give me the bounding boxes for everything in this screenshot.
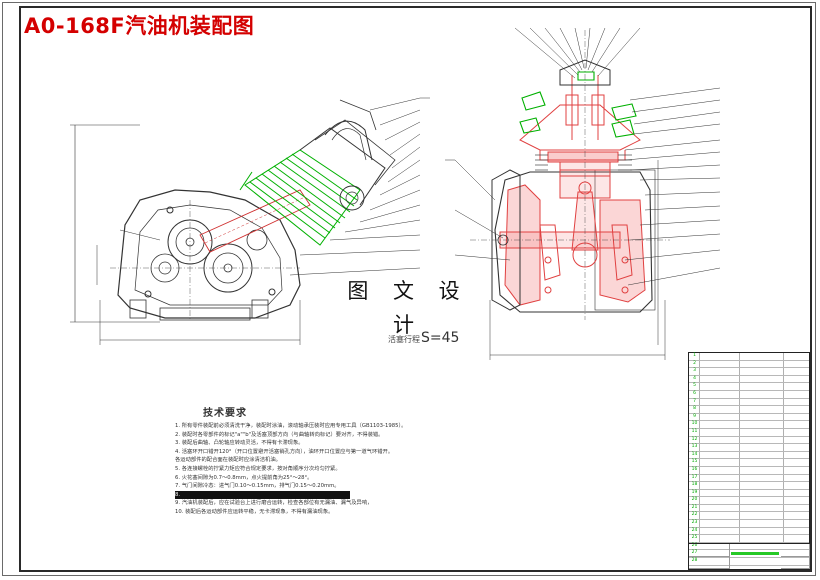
bom-cell-n: 24: [691, 527, 698, 533]
bom-cell-n: 2: [693, 360, 696, 366]
side-view: [70, 97, 430, 345]
bom-cell-n: 19: [691, 489, 698, 495]
bom-cell-n: 4: [693, 375, 696, 381]
bom-cell-n: 26: [691, 542, 698, 548]
bom-row: 11: [689, 429, 809, 437]
title-block-footer: [689, 543, 810, 570]
bom-row: 2: [689, 361, 809, 369]
drawing-frame: [19, 6, 812, 572]
bom-cell-n: 15: [691, 459, 698, 465]
bom-cell-n: 5: [693, 383, 696, 389]
bom-cell-n: 11: [691, 428, 698, 434]
bom-row: 26: [689, 543, 809, 551]
bom-row: 27: [689, 550, 809, 559]
bom-divider: [739, 353, 740, 543]
section-view: [445, 27, 721, 360]
tech-note: 10. 装配后各运动部件应运转平稳，无卡滞现象，不得有漏油现象。: [175, 508, 334, 515]
bom-row: 8: [689, 406, 809, 414]
tech-note: 2. 装配时各零部件的标记"a""b"及活塞顶部方向（与曲轴转向标记）要对齐，不…: [175, 431, 384, 438]
bom-row: 23: [689, 520, 809, 528]
bom-row: 20: [689, 497, 809, 505]
bom-row: 3: [689, 368, 809, 376]
bom-row: 19: [689, 490, 809, 498]
bom-row: 13: [689, 444, 809, 452]
tb-cell: [689, 544, 730, 557]
bom-cell-n: 3: [693, 368, 696, 374]
bom-cell-n: 14: [691, 451, 698, 457]
bom-row: 15: [689, 459, 809, 467]
bom-row: 12: [689, 437, 809, 445]
stroke-value: S=45: [421, 330, 460, 346]
bom-cell-n: 12: [691, 436, 698, 442]
tech-note-redacted: 8.: [175, 490, 350, 500]
tech-note: 7. 气门间隙冷态：进气门0.10～0.15mm，排气门0.15～0.20mm。: [175, 483, 340, 490]
bom-cell-n: 13: [691, 444, 698, 450]
bom-cell-n: 17: [691, 474, 698, 480]
bom-row: 10: [689, 421, 809, 429]
bom-cell-n: 1: [693, 353, 696, 358]
tb-cell: [689, 556, 730, 569]
bom-cell-n: 22: [691, 512, 698, 518]
tech-requirements-title: 技术要求: [203, 408, 247, 419]
bom-cell-n: 21: [691, 504, 698, 510]
bom-row: 22: [689, 512, 809, 521]
bom-cell-n: 23: [691, 520, 698, 526]
bom-cell-n: 10: [691, 421, 698, 427]
stroke-prefix: 活塞行程: [388, 335, 420, 344]
bom-cell-n: 9: [693, 413, 696, 419]
watermark-text: 图 文 设 计: [333, 274, 483, 337]
bom-row: 21: [689, 505, 809, 513]
bom-divider: [699, 353, 700, 543]
bom-row: 5: [689, 383, 809, 391]
bom-row: 17: [689, 475, 809, 483]
tech-note: 6. 火花塞间隙为0.7～0.8mm，点火提前角为25°～28°。: [175, 474, 313, 481]
tech-note: 1. 所有零件装配前必须清洗干净，装配时涂油，滚动轴承压装时应用专用工具（GB1…: [175, 423, 407, 429]
tb-cell: [781, 544, 810, 557]
bom-divider: [783, 353, 784, 543]
tb-cell: [781, 556, 810, 569]
bom-row: 7: [689, 399, 809, 407]
bom-row: 24: [689, 528, 809, 536]
bom-row: 18: [689, 482, 809, 490]
bom-row: 1: [689, 353, 809, 361]
tech-note: 3. 装配后曲轴、凸轮轴应转动灵活，不得有卡滞现象。: [175, 440, 304, 447]
bom-cell-n: 18: [691, 482, 698, 488]
bom-cell-n: 20: [691, 497, 698, 503]
drawing-name-cell: [731, 552, 779, 555]
bom-row: 6: [689, 391, 809, 399]
bom-row: 28: [689, 558, 809, 566]
tech-note: 5. 各连接螺栓的拧紧力矩应符合规定要求，按对角顺序分次均匀拧紧。: [175, 465, 341, 472]
tech-note: 9. 汽油机装配后，应在试验台上进行磨合运转，检查各部位有无漏油、漏气及异响，: [175, 500, 373, 507]
bom-cell-n: 25: [691, 535, 698, 541]
tech-note: 各运动部件的配合面在装配时应涂清洁机油。: [175, 457, 281, 464]
stroke-annotation: 活塞行程S=45: [388, 330, 459, 346]
bom-cell-n: 27: [691, 550, 698, 556]
bom-row: 25: [689, 535, 809, 543]
bom-cell-n: 28: [691, 558, 698, 564]
bom-row: 9: [689, 414, 809, 422]
bom-row: 4: [689, 376, 809, 384]
bom-row: 14: [689, 452, 809, 460]
tech-note: 4. 活塞环开口错开120°（开口位置避开活塞销孔方向），油环开口位置应与第一道…: [175, 448, 394, 455]
bom-cell-n: 8: [693, 406, 696, 412]
bom-cell-n: 16: [691, 466, 698, 472]
bom-cell-n: 6: [693, 390, 696, 396]
bom-row: 16: [689, 467, 809, 475]
drawing-title: A0-168F汽油机装配图: [24, 14, 255, 38]
bom-cell-n: 7: [693, 398, 696, 404]
technical-requirements: 技术要求 1. 所有零件装配前必须清洗干净，装配时涂油，滚动轴承压装时应用专用工…: [175, 404, 495, 517]
